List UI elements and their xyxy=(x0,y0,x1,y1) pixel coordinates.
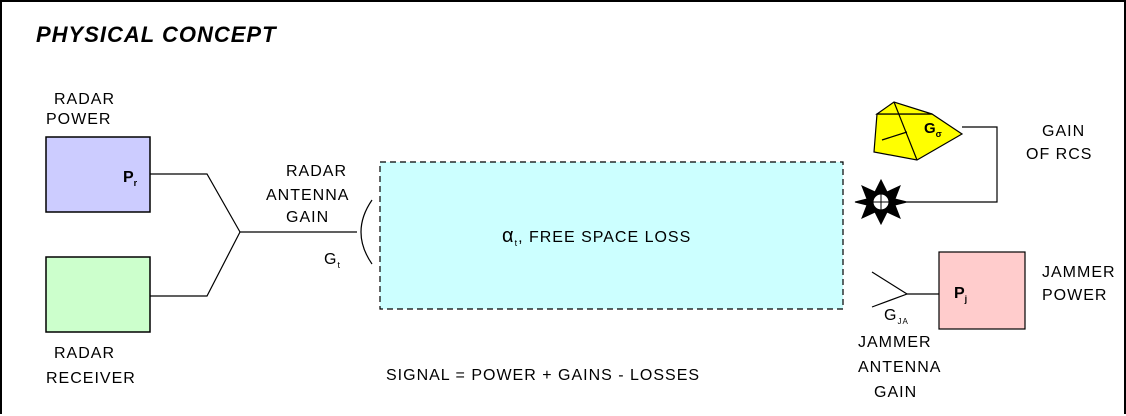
rcs-horn-icon xyxy=(873,113,964,161)
duplexer-lines xyxy=(150,173,357,297)
tx-line xyxy=(150,173,241,233)
radar-antenna-label-1: RADAR xyxy=(286,163,347,180)
diagram-title: PHYSICAL CONCEPT xyxy=(36,22,277,47)
rcs-horn-top xyxy=(875,101,933,115)
jammer-label-2: POWER xyxy=(1042,287,1107,304)
radar-power-box xyxy=(45,136,151,213)
jammer-antenna-symbol: GJA xyxy=(884,307,909,326)
jammer-antenna-label-3: GAIN xyxy=(874,384,917,401)
radar-antenna-symbol: Gt xyxy=(324,251,341,270)
jammer-antenna-icon xyxy=(871,271,909,308)
jammer-symbol: Pj xyxy=(954,285,967,304)
radar-power-label-1: RADAR xyxy=(54,91,115,108)
jammer-antenna-label-1: JAMMER xyxy=(858,334,932,351)
radar-antenna-label-3: GAIN xyxy=(286,209,329,226)
free-space-label: αt, FREE SPACE LOSS xyxy=(502,225,691,248)
radar-antenna-dish-icon xyxy=(360,199,373,265)
radar-receiver-label-1: RADAR xyxy=(54,345,115,362)
radar-receiver-label-2: RECEIVER xyxy=(46,370,136,387)
radar-receiver-box xyxy=(45,256,151,333)
jammer-label-1: JAMMER xyxy=(1042,264,1116,281)
radar-power-label-2: POWER xyxy=(46,111,111,128)
rcs-feedback-line xyxy=(907,126,998,203)
rcs-label-1: GAIN xyxy=(1042,123,1085,140)
rcs-symbol: Gσ xyxy=(924,120,942,139)
rcs-target-icon xyxy=(873,101,964,161)
radar-power-symbol: Pr xyxy=(123,169,138,188)
rcs-label-2: OF RCS xyxy=(1026,146,1092,163)
rx-line xyxy=(150,231,241,297)
jammer-box xyxy=(938,251,1026,330)
jammer-antenna-label-2: ANTENNA xyxy=(858,359,941,376)
radar-antenna-label-2: ANTENNA xyxy=(266,187,349,204)
signal-equation: SIGNAL = POWER + GAINS - LOSSES xyxy=(386,367,700,384)
free-space-region xyxy=(379,161,844,310)
